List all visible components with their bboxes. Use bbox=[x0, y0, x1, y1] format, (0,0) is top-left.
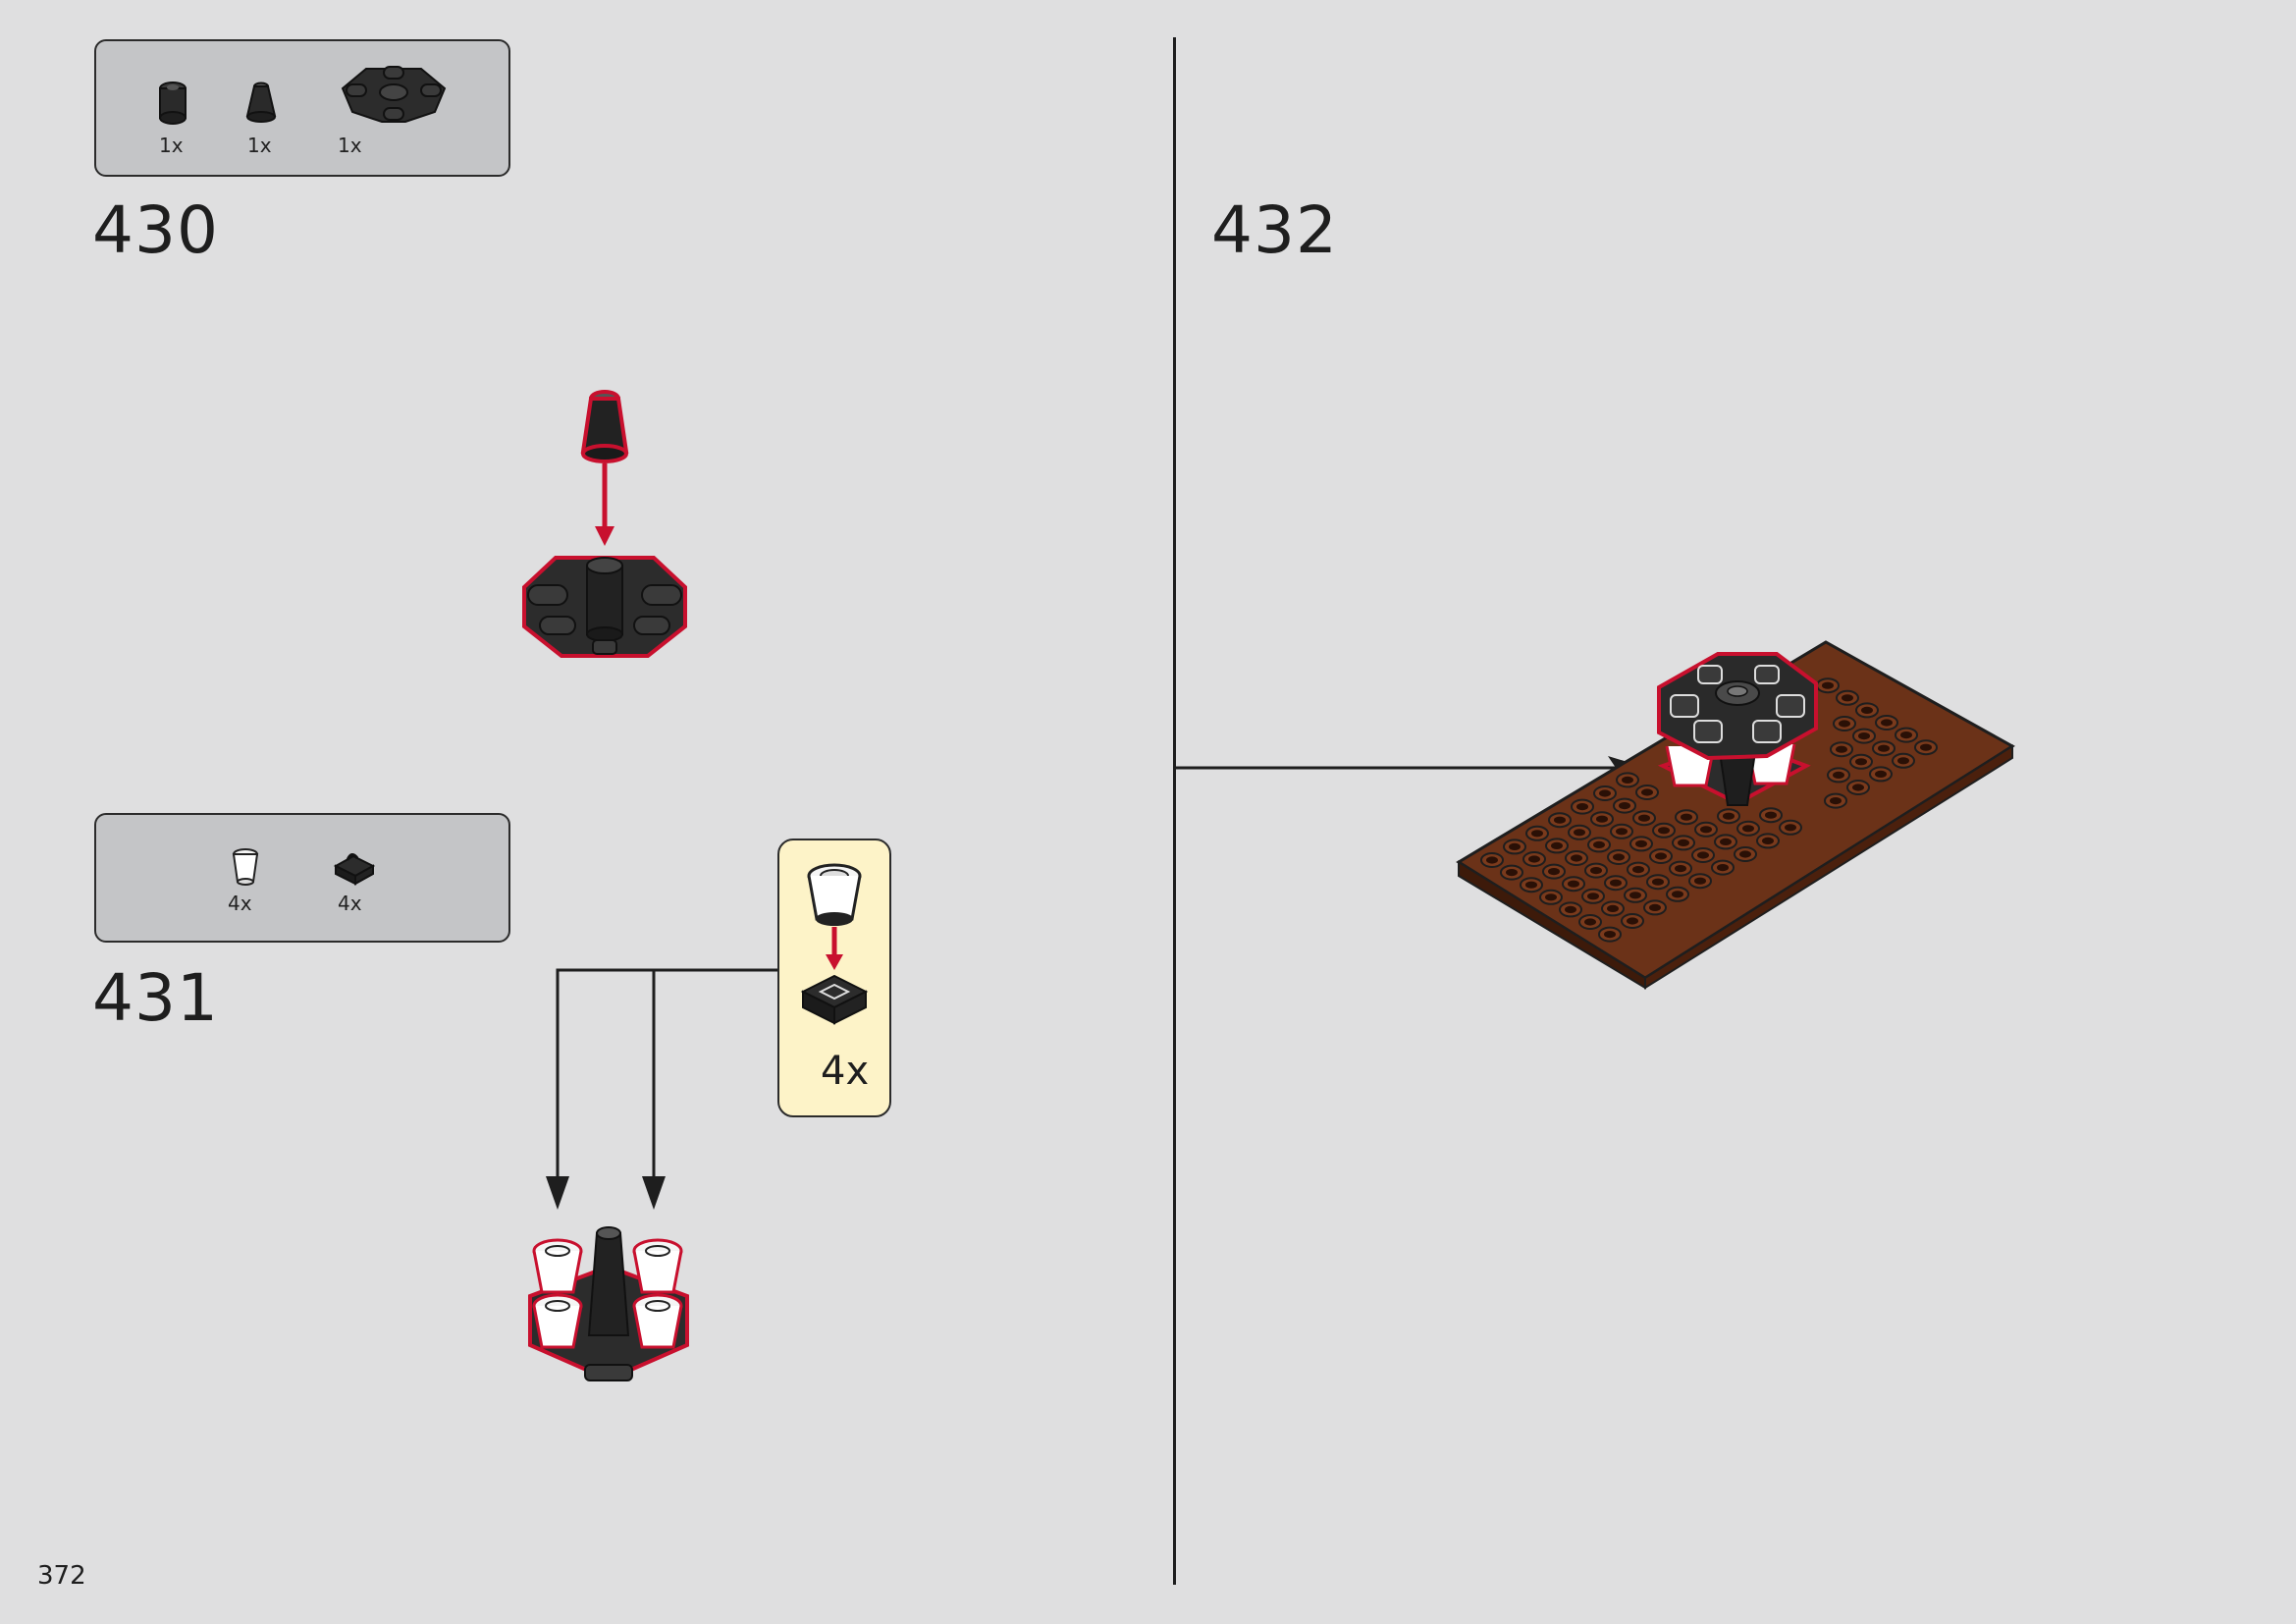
plate-stud-hole bbox=[1509, 842, 1521, 850]
step-number-432: 432 bbox=[1211, 192, 1338, 268]
cone-dark-icon bbox=[245, 81, 277, 123]
plate-stud-hole bbox=[1641, 788, 1653, 796]
plate-stud-hole bbox=[1678, 839, 1689, 846]
plate-stud-hole bbox=[1525, 881, 1537, 889]
round-brick-dark-icon bbox=[159, 81, 187, 125]
part-qty: 4x bbox=[228, 892, 252, 915]
plate-stud-hole bbox=[1700, 826, 1712, 834]
plate-stud-hole bbox=[1672, 891, 1683, 898]
plate-stud-hole bbox=[1596, 815, 1608, 823]
plate-stud-hole bbox=[1593, 840, 1605, 848]
plate-stud-hole bbox=[1858, 732, 1870, 740]
plate-stud-hole bbox=[1875, 770, 1887, 778]
step-432-assembly-illustration bbox=[1456, 640, 2015, 990]
plate-stud-hole bbox=[1900, 731, 1912, 739]
plate-stud-hole bbox=[1568, 880, 1579, 888]
plate-stud-hole bbox=[1506, 869, 1518, 877]
plate-stud-hole bbox=[1574, 829, 1585, 837]
plate-stud-hole bbox=[1839, 720, 1850, 728]
plate-stud-hole bbox=[1599, 789, 1611, 797]
plate-stud-hole bbox=[1554, 816, 1566, 824]
plate-stud-hole bbox=[1855, 758, 1867, 766]
plate-stud-hole bbox=[1681, 813, 1692, 821]
parts-box-step-430: 1x 1x 1x bbox=[94, 39, 510, 177]
sub-assembly-illustration bbox=[800, 863, 869, 1025]
plate-stud-hole bbox=[1742, 825, 1754, 833]
plate-studs bbox=[1480, 677, 1938, 943]
plate-stud-hole bbox=[1861, 706, 1873, 714]
plate-stud-hole bbox=[1619, 802, 1630, 810]
plate-stud-hole bbox=[1576, 803, 1588, 811]
plate-stud-hole bbox=[1765, 811, 1777, 819]
plate-stud-hole bbox=[1655, 852, 1667, 860]
plate-stud-hole bbox=[1616, 828, 1628, 836]
plate-stud-hole bbox=[1822, 681, 1834, 689]
plate-stud-hole bbox=[1723, 812, 1735, 820]
plate-stud-hole bbox=[1604, 931, 1616, 939]
sub-assembly-callout: 4x bbox=[777, 839, 891, 1117]
plate-stud-hole bbox=[1833, 771, 1844, 779]
plate-stud-hole bbox=[1675, 865, 1686, 873]
plate-stud-hole bbox=[1610, 879, 1622, 887]
step-432-engine-assembly bbox=[1657, 652, 1818, 806]
part-qty: 1x bbox=[247, 134, 272, 157]
part-qty: 1x bbox=[159, 134, 184, 157]
octagonal-frame-dark-icon bbox=[341, 66, 447, 123]
white-cone-icon bbox=[232, 848, 259, 886]
plate-stud-hole bbox=[1531, 830, 1543, 838]
plate-stud-hole bbox=[1830, 797, 1842, 805]
plate-stud-hole bbox=[1565, 905, 1576, 913]
step-number-431: 431 bbox=[92, 960, 219, 1036]
plate-stud-hole bbox=[1632, 866, 1644, 874]
plate-stud-hole bbox=[1551, 841, 1563, 849]
plate-stud-hole bbox=[1717, 864, 1729, 872]
step-431-assembly-illustration bbox=[528, 1226, 689, 1382]
plate-stud-hole bbox=[1545, 893, 1557, 901]
plate-stud-hole bbox=[1739, 850, 1751, 858]
plate-stud-hole bbox=[1627, 917, 1638, 925]
plate-stud-hole bbox=[1622, 776, 1633, 784]
clip-plate-dark-icon bbox=[333, 853, 376, 886]
plate-stud-hole bbox=[1658, 827, 1670, 835]
plate-stud-hole bbox=[1587, 893, 1599, 900]
plate-stud-hole bbox=[1897, 757, 1909, 765]
plate-stud-hole bbox=[1836, 745, 1847, 753]
plate-stud-hole bbox=[1590, 867, 1602, 875]
plate-stud-hole bbox=[1607, 904, 1619, 912]
plate-stud-hole bbox=[1720, 838, 1732, 845]
plate-stud-hole bbox=[1694, 877, 1706, 885]
step-430-assembly-illustration bbox=[522, 390, 687, 658]
parts-box-step-431: 4x 4x bbox=[94, 813, 510, 943]
plate-stud-hole bbox=[1785, 824, 1796, 832]
callout-qty: 4x bbox=[821, 1049, 870, 1094]
plate-stud-hole bbox=[1548, 868, 1560, 876]
plate-stud-hole bbox=[1762, 837, 1774, 844]
plate-stud-hole bbox=[1852, 784, 1864, 791]
plate-stud-hole bbox=[1638, 814, 1650, 822]
plate-stud-hole bbox=[1486, 856, 1498, 864]
plate-stud-hole bbox=[1613, 853, 1625, 861]
plate-stud-hole bbox=[1584, 918, 1596, 926]
plate-stud-hole bbox=[1842, 694, 1853, 702]
plate-stud-hole bbox=[1635, 839, 1647, 847]
plate-stud-hole bbox=[1652, 878, 1664, 886]
step-number-430: 430 bbox=[92, 192, 219, 268]
part-qty: 1x bbox=[338, 134, 362, 157]
plate-stud-hole bbox=[1571, 854, 1582, 862]
plate-stud-hole bbox=[1649, 903, 1661, 911]
plate-stud-hole bbox=[1528, 855, 1540, 863]
page-number: 372 bbox=[37, 1561, 86, 1591]
plate-stud-hole bbox=[1878, 744, 1890, 752]
plate-stud-hole bbox=[1697, 851, 1709, 859]
page-divider bbox=[1173, 37, 1176, 1585]
plate-stud-hole bbox=[1920, 743, 1932, 751]
plate-stud-hole bbox=[1629, 892, 1641, 899]
plate-stud-hole bbox=[1881, 719, 1893, 727]
part-qty: 4x bbox=[338, 892, 362, 915]
